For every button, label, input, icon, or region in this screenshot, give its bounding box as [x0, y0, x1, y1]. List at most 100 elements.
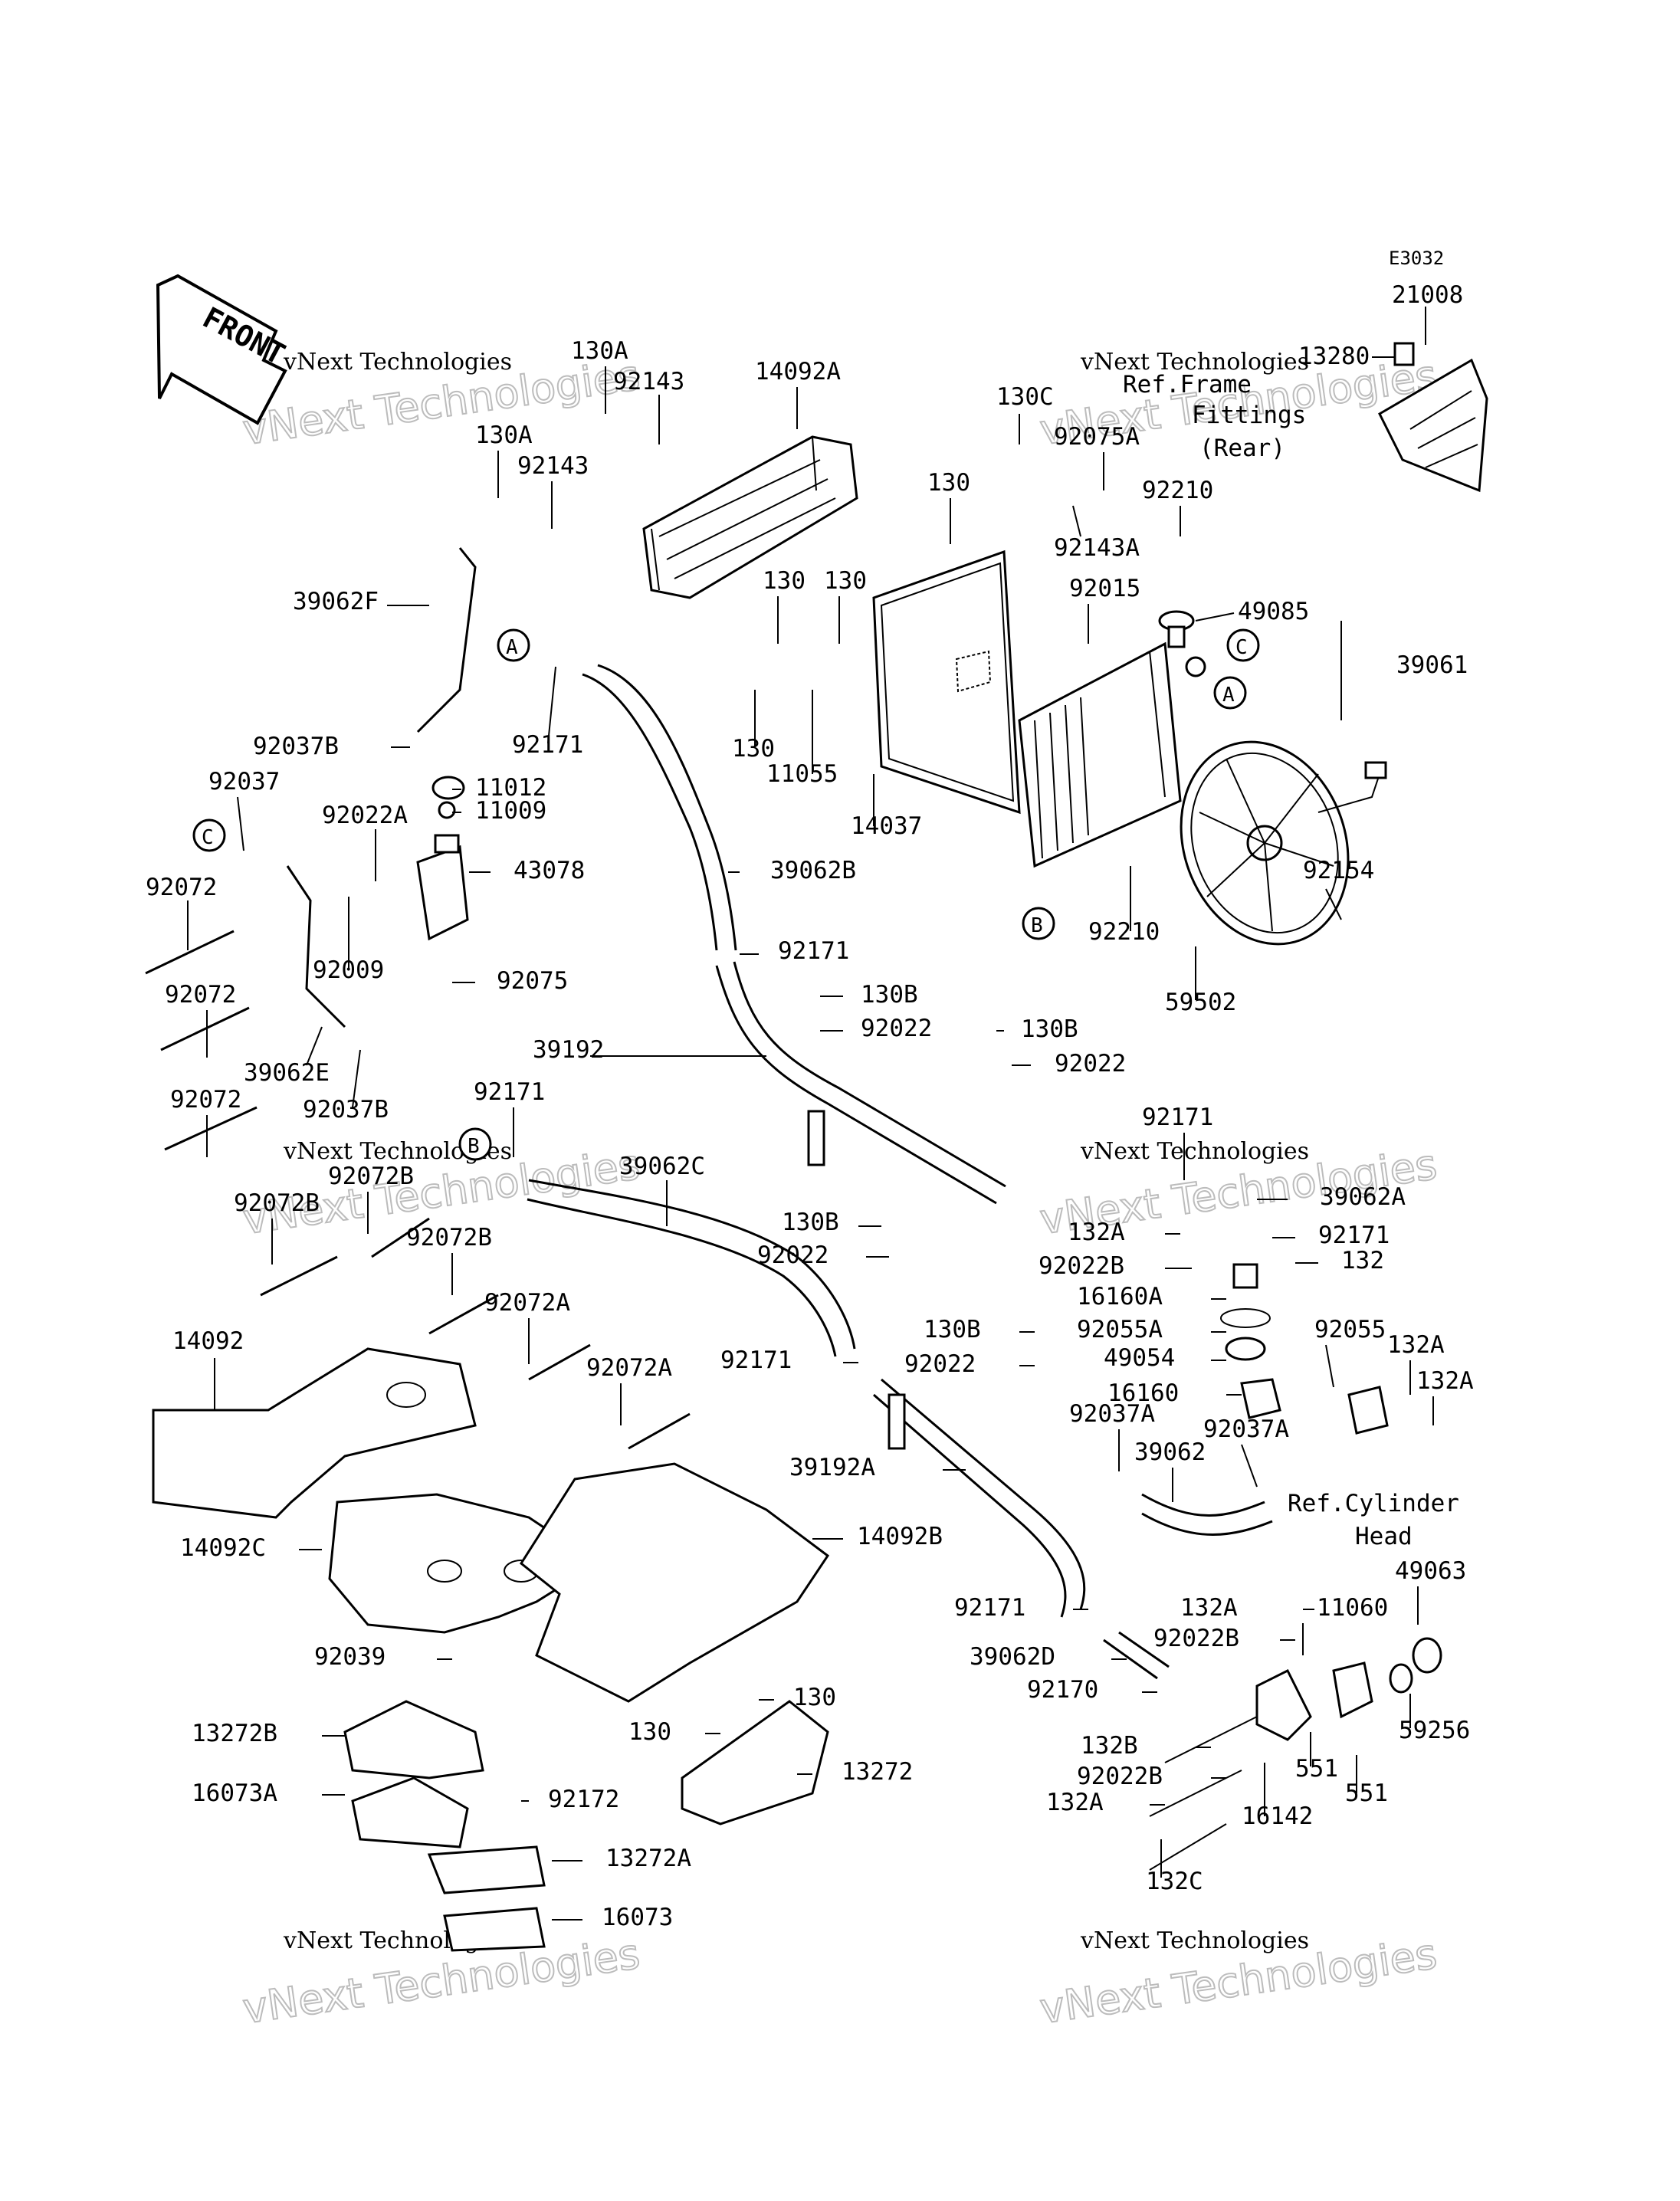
cooling-fan — [1180, 740, 1387, 946]
svg-text:A: A — [1222, 684, 1235, 707]
overflow-hose — [286, 547, 477, 1028]
part-number-label: 59256 — [1399, 1717, 1470, 1744]
marker-c-1: C — [1226, 628, 1260, 662]
part-number-label: 92022B — [1153, 1625, 1239, 1652]
part-number-label: 92037B — [303, 1096, 389, 1123]
marker-a-2: A — [1213, 676, 1247, 710]
part-number-label: 13272 — [842, 1758, 913, 1786]
skid-plate-14092 — [152, 1347, 477, 1519]
part-number-label: 16073A — [192, 1779, 277, 1807]
skid-plate-14092c — [328, 1493, 600, 1634]
svg-text:Ref.Cylinder: Ref.Cylinder — [1288, 1490, 1459, 1517]
part-number-label: 130 — [824, 567, 867, 595]
part-number-label: 92171 — [1142, 1104, 1213, 1131]
marker-b-1: B — [1022, 907, 1055, 940]
water-pump — [1103, 1631, 1442, 1871]
svg-text:A: A — [506, 636, 518, 659]
water-pipe-upper — [715, 961, 1006, 1205]
svg-text:B: B — [468, 1135, 480, 1158]
watermark-small: vNext Technologies — [1080, 349, 1309, 376]
part-number-label: 16160 — [1107, 1379, 1179, 1407]
part-number-label: 92210 — [1142, 477, 1213, 504]
leader-line — [1195, 612, 1235, 622]
part-number-label: 49054 — [1104, 1344, 1175, 1372]
watermark-4: vNext Technologies vNext Technologies — [1036, 1138, 1441, 1245]
part-number-label: 92171 — [474, 1078, 545, 1106]
part-number-label: 59502 — [1165, 989, 1236, 1016]
front-arrow-icon: FRONT — [156, 274, 290, 425]
part-number-label: 92072B — [328, 1163, 414, 1190]
svg-text:C: C — [202, 826, 214, 849]
part-number-label: 92072 — [165, 981, 236, 1009]
watermark-small: vNext Technologies — [1080, 1138, 1309, 1165]
part-number-label: 92072B — [406, 1224, 492, 1251]
part-number-label: 551 — [1345, 1779, 1388, 1807]
part-number-label: 130A — [475, 422, 533, 449]
part-number-label: 92022B — [1077, 1763, 1163, 1790]
svg-text:B: B — [1031, 914, 1043, 937]
part-number-label: 92170 — [1027, 1676, 1098, 1704]
part-number-label: 92171 — [720, 1347, 792, 1374]
part-number-label: 132A — [1068, 1219, 1125, 1246]
part-number-label: 43078 — [514, 857, 585, 884]
part-number-label: 132A — [1180, 1594, 1238, 1622]
part-number-label: 92143A — [1054, 534, 1140, 562]
part-number-label: 92171 — [512, 731, 583, 759]
part-number-label: 14092C — [180, 1534, 266, 1562]
water-pipe-lower — [873, 1378, 1086, 1618]
reserve-tank — [416, 776, 469, 941]
leader-line — [1325, 888, 1342, 920]
part-number-label: 92055 — [1314, 1316, 1386, 1343]
part-number-label: 92075A — [1054, 423, 1140, 451]
part-number-label: 16142 — [1242, 1802, 1313, 1830]
part-number-label: 92037 — [208, 768, 280, 795]
part-number-label: 39062F — [293, 588, 379, 615]
part-number-label: 551 — [1295, 1755, 1338, 1783]
part-number-label: 92022 — [757, 1242, 829, 1269]
radiator-shroud — [642, 435, 858, 599]
diagram-code: E3032 — [1389, 248, 1444, 269]
part-number-label: 130B — [1021, 1015, 1078, 1043]
ref-frame-fittings: Ref.Frame Fittings (Rear) — [1123, 371, 1306, 462]
part-number-label: 39062E — [244, 1059, 330, 1087]
part-number-label: 92039 — [314, 1643, 386, 1671]
part-number-label: 92072A — [586, 1354, 672, 1382]
part-number-label: 130B — [861, 981, 918, 1009]
leader-line — [306, 1026, 323, 1066]
part-number-label: 39062A — [1320, 1183, 1406, 1211]
part-number-label: 92154 — [1303, 857, 1374, 884]
part-number-label: 130 — [927, 469, 970, 497]
part-number-label: 92210 — [1088, 918, 1160, 946]
part-number-label: 13272B — [192, 1720, 277, 1747]
marker-c-2: C — [192, 818, 226, 852]
leader-line — [237, 796, 244, 851]
leader-line — [352, 1049, 361, 1108]
svg-text:Head: Head — [1355, 1523, 1413, 1550]
part-number-label: 14092A — [755, 358, 841, 385]
leader-line — [1241, 1444, 1258, 1488]
part-number-label: 92015 — [1069, 575, 1140, 602]
skid-plate-14092b — [520, 1462, 830, 1703]
part-number-label: 130B — [924, 1316, 981, 1343]
guards — [343, 1700, 829, 1952]
watermark-5: vNext Technologies vNext Technologies — [239, 1927, 644, 2034]
part-number-label: 92072 — [170, 1086, 241, 1114]
part-number-label: 11060 — [1317, 1594, 1388, 1622]
part-number-label: 92072B — [234, 1189, 320, 1217]
svg-text:C: C — [1235, 636, 1248, 659]
part-number-label: 130 — [763, 567, 806, 595]
part-number-label: 13272A — [605, 1845, 691, 1872]
part-number-label: 11012 — [475, 774, 546, 802]
frame-fitting — [1378, 342, 1488, 493]
upper-hose — [582, 664, 737, 951]
part-number-label: 14037 — [851, 812, 922, 840]
part-number-label: 132B — [1081, 1732, 1138, 1760]
part-number-label: 130C — [996, 383, 1054, 411]
part-number-label: 92171 — [778, 937, 849, 965]
part-number-label: 92072A — [484, 1289, 570, 1317]
part-number-label: 92075 — [497, 967, 568, 995]
part-number-label: 39062B — [770, 857, 856, 884]
marker-a-1: A — [497, 628, 530, 662]
